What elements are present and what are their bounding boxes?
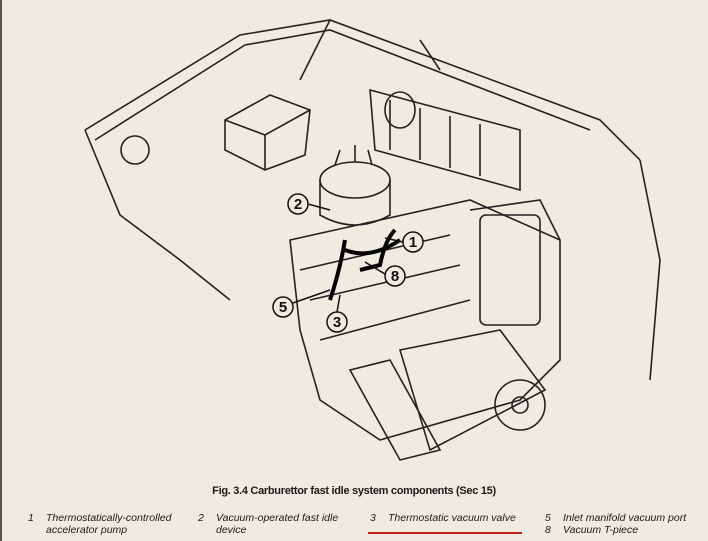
svg-text:5: 5 bbox=[279, 299, 287, 316]
legend-number: 8 bbox=[545, 524, 551, 536]
legend-text: Thermostatic vacuum valve bbox=[388, 512, 516, 524]
legend-item-5-8: 5 Inlet manifold vacuum port 8 Vacuum T-pi… bbox=[545, 512, 686, 536]
callout-8: 8 bbox=[364, 261, 406, 287]
carburettor bbox=[319, 145, 391, 226]
svg-text:3: 3 bbox=[333, 314, 341, 331]
legend-text: Vacuum-operated fast idle bbox=[216, 512, 339, 524]
legend-text: Inlet manifold vacuum port bbox=[563, 512, 687, 524]
svg-text:2: 2 bbox=[294, 196, 302, 213]
svg-text:8: 8 bbox=[391, 268, 399, 285]
air-intake bbox=[369, 88, 521, 192]
highlight-underline bbox=[368, 532, 522, 534]
legend-number: 3 bbox=[370, 512, 376, 524]
legend-number: 2 bbox=[198, 512, 204, 524]
legend-text: Vacuum T-piece bbox=[563, 524, 639, 536]
battery bbox=[224, 94, 311, 171]
figure-caption: Fig. 3.4 Carburettor fast idle system co… bbox=[212, 485, 496, 497]
legend-number: 5 bbox=[545, 512, 551, 524]
legend-text: Thermostatically-controlled bbox=[46, 512, 172, 524]
legend-text-cont: device bbox=[216, 524, 247, 536]
vacuum-hoses bbox=[328, 228, 402, 301]
callout-1: 1 bbox=[384, 231, 424, 253]
svg-text:1: 1 bbox=[409, 234, 417, 251]
legend-text-cont: accelerator pump bbox=[46, 524, 128, 536]
legend-number: 1 bbox=[28, 512, 34, 524]
page-edge bbox=[0, 0, 2, 541]
callout-2: 2 bbox=[287, 193, 331, 215]
engine-block bbox=[289, 199, 561, 441]
engine-bay-illustration: 2 1 8 5 3 bbox=[84, 19, 661, 461]
alternator-and-belts bbox=[348, 329, 547, 461]
bonnet-outline bbox=[84, 19, 661, 381]
callout-5: 5 bbox=[272, 289, 331, 318]
callout-3: 3 bbox=[326, 294, 348, 333]
legend-item-3: 3 Thermostatic vacuum valve bbox=[370, 512, 516, 524]
